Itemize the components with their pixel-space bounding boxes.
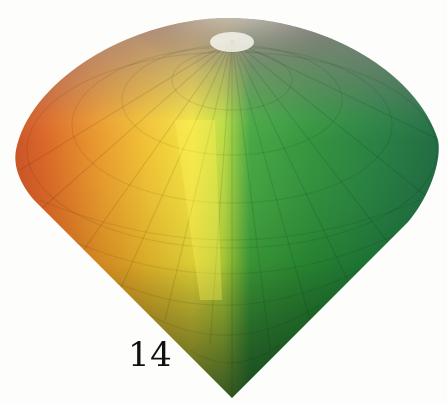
plate-number-label: 14 (128, 338, 172, 372)
